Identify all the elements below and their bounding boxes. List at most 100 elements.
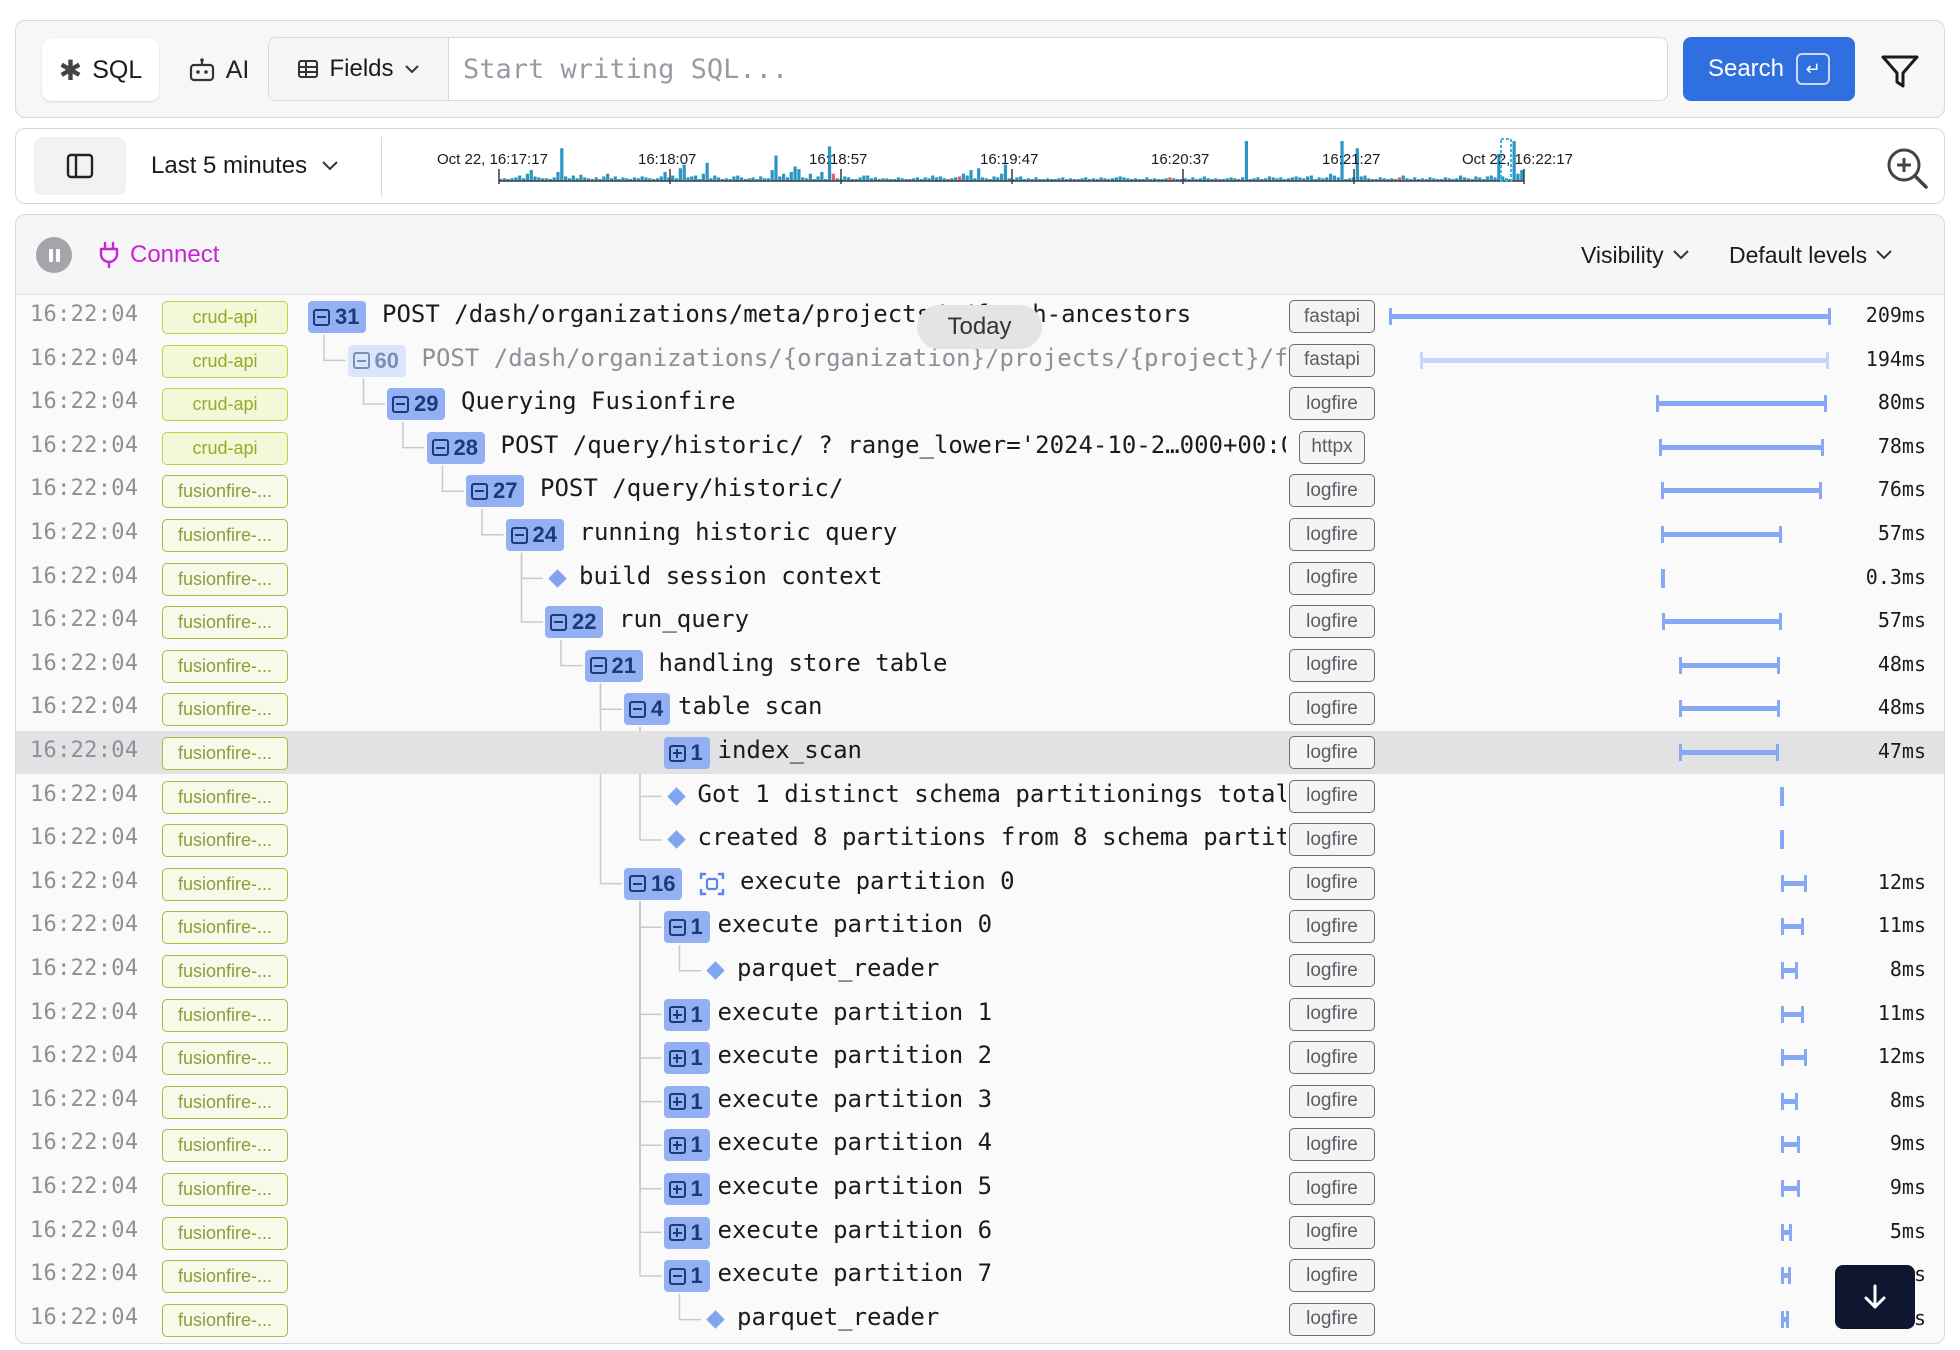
pause-button[interactable] [36,237,72,273]
span-duration: 9ms [1889,1131,1926,1156]
histogram-bar [885,178,889,181]
ai-mode-tab[interactable]: AI [171,39,266,101]
histogram-bar [1286,178,1291,181]
connect-button[interactable]: Connect [98,235,219,275]
child-count: 28 [453,434,478,460]
histogram-bar [732,176,736,181]
histogram-bar [1451,179,1455,181]
span-name: execute partition 0 [717,910,993,939]
scan-focus-icon[interactable] [698,870,726,898]
span-timestamp: 16:22:04 [30,1043,139,1069]
histogram-bar [946,179,950,181]
sidebar-toggle-button[interactable] [34,137,126,195]
histogram-bar [912,178,916,181]
span-timestamp: 16:22:04 [30,1086,139,1112]
span-duration: 194ms [1865,346,1926,371]
zoom-in-icon[interactable] [1884,145,1930,191]
visibility-dropdown[interactable]: Visibility [1581,237,1690,273]
expand-span-button[interactable]: 1 [663,1042,710,1075]
histogram-bar [877,179,881,181]
time-range-dropdown[interactable]: Last 5 minutes [151,139,371,193]
expand-span-button[interactable]: 1 [663,1216,710,1249]
scroll-to-bottom-button[interactable] [1835,1265,1915,1329]
child-count: 31 [335,304,360,329]
span-timestamp: 16:22:04 [30,912,139,938]
collapse-span-button[interactable]: 29 [387,388,446,421]
span-timestamp: 16:22:04 [30,825,139,851]
histogram-bar [1114,177,1118,181]
service-name-badge: fusionfire-... [162,867,288,901]
collapse-span-button[interactable]: 22 [545,606,604,639]
histogram-bar [514,177,518,181]
histogram-bar [567,178,572,181]
expand-span-button[interactable]: 1 [663,1085,710,1118]
histogram-bar [1271,177,1275,181]
collapse-span-button[interactable]: 16 [624,867,683,900]
expand-span-button[interactable]: 1 [663,1173,710,1205]
collapse-span-button[interactable]: 21 [584,649,643,682]
service-name-badge: fusionfire-... [162,649,288,683]
collapse-span-button[interactable]: 24 [505,519,564,551]
timeline-duration-bar [1781,1267,1792,1285]
histogram-bar [1133,178,1138,181]
collapse-span-button[interactable]: 27 [466,475,525,508]
histogram-bar [824,179,828,181]
expand-span-button[interactable]: 1 [663,998,710,1031]
histogram-bar [667,177,671,181]
histogram-bar [1489,175,1493,181]
expand-span-button[interactable]: 1 [663,737,710,769]
ai-mode-label: AI [225,55,250,84]
histogram-bar [1428,177,1432,181]
tree-connectors [323,334,701,1321]
collapse-span-button[interactable]: 31 [308,301,367,333]
histogram-bar [923,177,927,181]
levels-dropdown[interactable]: Default levels [1729,237,1893,273]
sql-mode-tab[interactable]: ✱ SQL [42,39,159,101]
histogram-bar [1309,175,1314,181]
histogram-bar [1244,141,1249,181]
histogram-bar [1501,176,1505,181]
histogram-bar [506,179,510,181]
histogram-bar [1378,177,1382,181]
instrumentation-tag: httpx [1299,430,1365,464]
collapse-span-button[interactable]: 60 [347,344,406,377]
search-button[interactable]: Search ↵ [1683,37,1855,101]
collapse-span-button[interactable]: 28 [426,431,485,464]
collapse-span-button[interactable]: 1 [663,1260,710,1293]
histogram-bar [831,173,835,181]
fields-dropdown[interactable]: Fields [269,38,449,100]
collapse-span-button[interactable]: 4 [624,693,671,726]
sql-input[interactable] [451,38,1661,100]
filter-icon[interactable] [1878,49,1922,93]
span-timestamp: 16:22:04 [30,432,139,458]
timeline-duration-bar [1781,1005,1805,1023]
timeline-point-marker [1780,830,1785,850]
collapse-span-button[interactable]: 1 [663,911,710,944]
expand-span-button[interactable]: 1 [663,1129,710,1162]
